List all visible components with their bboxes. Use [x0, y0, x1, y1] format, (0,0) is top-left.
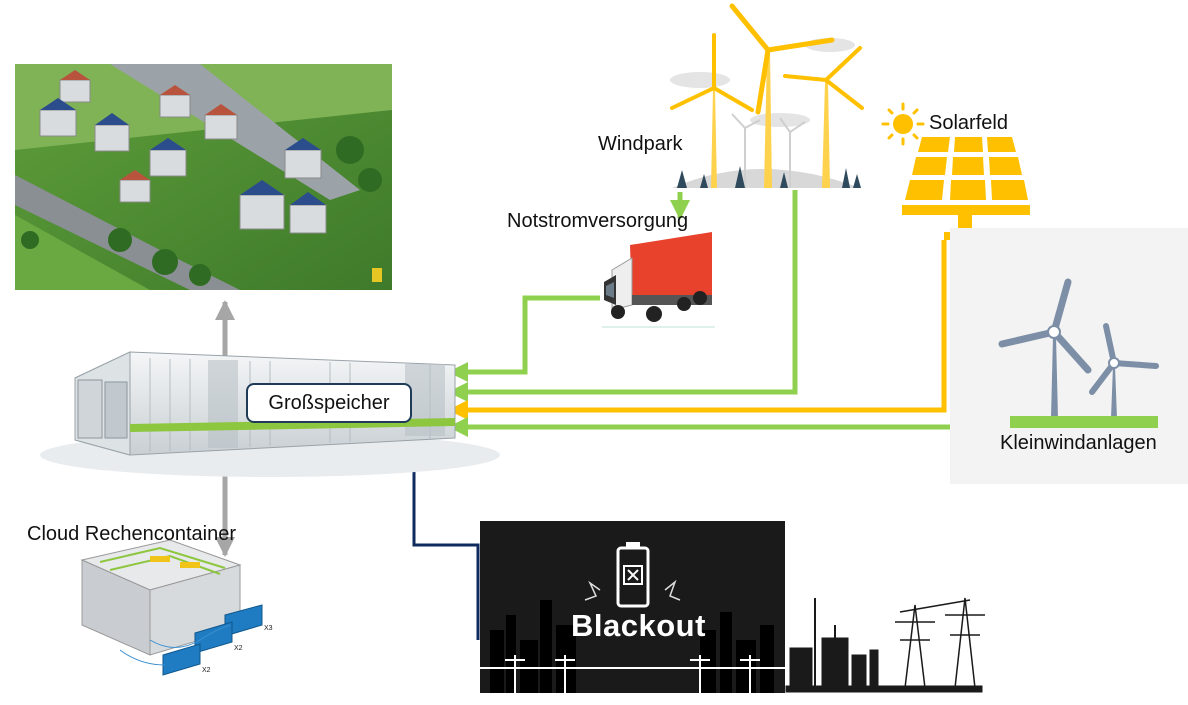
cloud-label: Cloud Rechencontainer: [27, 523, 237, 545]
blackout-line: [412, 430, 480, 640]
windpark-label: Windpark: [598, 133, 683, 155]
wind-turbine-icon: [729, 3, 835, 188]
notstrom-line: [448, 295, 600, 382]
windpark-line: [448, 190, 798, 402]
housing-estate-image: [15, 64, 392, 290]
notstrom-label: Notstromversorgung: [507, 210, 689, 232]
battery-icon: [616, 542, 650, 608]
cloud-container-image: X3 X2 X2: [80, 539, 273, 676]
solarfeld-line: [448, 240, 947, 420]
solarfeld-label: Solarfeld: [929, 112, 1008, 134]
wind-turbine-icon: [670, 33, 754, 188]
blackout-image: [480, 521, 785, 693]
windpark-image: [670, 3, 864, 188]
kleinwind-label: Kleinwindanlagen: [1000, 432, 1157, 454]
grossspeicher-label: Großspeicher: [246, 383, 412, 423]
wind-turbine-icon: [998, 278, 1092, 418]
wind-turbine-icon: [1089, 323, 1159, 418]
container-mark-x2b: X2: [202, 667, 211, 674]
container-mark-x2a: X2: [234, 645, 243, 652]
connection-lines: [215, 190, 1010, 640]
sun-icon: [881, 102, 925, 146]
wind-turbine-icon: [783, 46, 864, 188]
container-mark-x3: X3: [264, 625, 273, 632]
kleinwind-image: [950, 228, 1188, 484]
blackout-label: Blackout: [571, 608, 706, 643]
truck-icon: [602, 232, 715, 328]
power-pylon-icon: [785, 597, 985, 693]
solar-panel-icon: [902, 137, 1030, 240]
